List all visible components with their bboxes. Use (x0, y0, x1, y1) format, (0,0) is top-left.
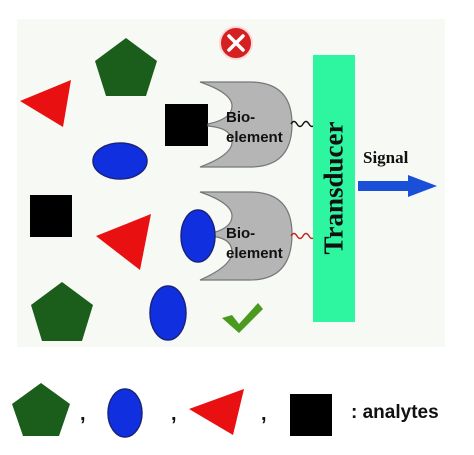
pentagon-analyte (95, 38, 157, 96)
square-analyte (165, 104, 208, 146)
legend-pentagon (12, 383, 70, 436)
linker-wave (290, 120, 316, 128)
transducer-block (313, 55, 355, 322)
legend-ellipse (107, 388, 143, 438)
signal-arrow (358, 175, 437, 197)
linker-wave (290, 232, 316, 240)
signal-label: Signal (363, 148, 409, 167)
ellipse-analyte (149, 285, 187, 341)
bioelement-label: Bio- element (226, 109, 283, 146)
legend-separator: , (261, 403, 267, 425)
transducer-label: Transducer (318, 121, 349, 255)
bioelement-receptor (199, 191, 293, 281)
accept-check-icon (222, 303, 263, 333)
square-analyte (30, 195, 72, 237)
legend-square (290, 394, 332, 436)
pentagon-analyte (31, 282, 93, 341)
ellipse-analyte (92, 142, 148, 180)
legend-separator: , (80, 403, 86, 425)
triangle-analyte (20, 80, 71, 127)
legend-separator: , (171, 403, 177, 425)
triangle-analyte (96, 214, 151, 270)
bound-ellipse-analyte (180, 209, 216, 263)
legend-label: : analytes (351, 402, 439, 423)
bioelement-label: Bio- element (226, 225, 283, 262)
legend-triangle (189, 389, 244, 435)
